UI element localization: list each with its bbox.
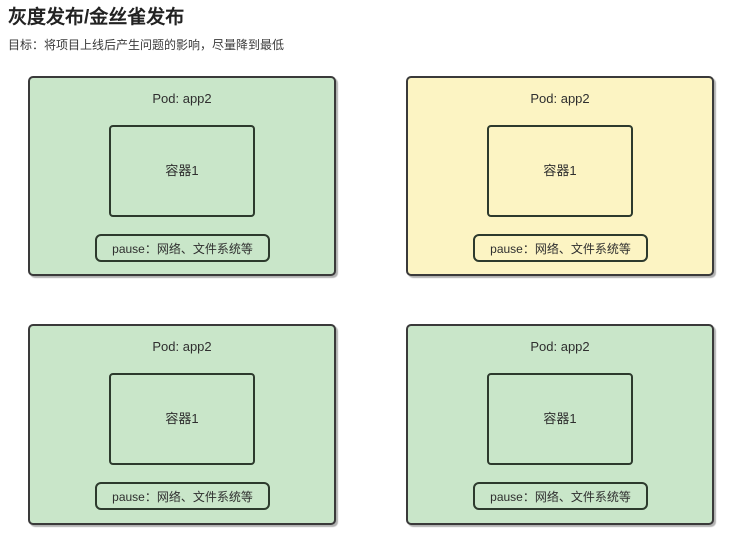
pod-card-top-left: Pod: app2 容器1 pause：网络、文件系统等 [28, 76, 336, 276]
pod-card-top-right: Pod: app2 容器1 pause：网络、文件系统等 [406, 76, 714, 276]
pod-card-bottom-left: Pod: app2 容器1 pause：网络、文件系统等 [28, 324, 336, 525]
pause-box: pause：网络、文件系统等 [473, 234, 648, 262]
page-title: 灰度发布/金丝雀发布 [8, 7, 185, 28]
container-box: 容器1 [487, 125, 633, 217]
container-label: 容器1 [543, 163, 577, 178]
pause-box: pause：网络、文件系统等 [473, 482, 648, 510]
pause-box: pause：网络、文件系统等 [95, 482, 270, 510]
container-box: 容器1 [109, 373, 255, 465]
container-label: 容器1 [543, 411, 577, 426]
pod-card-bottom-right: Pod: app2 容器1 pause：网络、文件系统等 [406, 324, 714, 525]
pause-label: pause：网络、文件系统等 [490, 489, 631, 504]
diagram-header: 灰度发布/金丝雀发布 目标：将项目上线后产生问题的影响，尽量降到最低 [8, 6, 724, 53]
container-label: 容器1 [165, 411, 199, 426]
pod-title: Pod: app2 [530, 91, 590, 106]
pod-title: Pod: app2 [152, 339, 212, 354]
container-box: 容器1 [487, 373, 633, 465]
pod-title: Pod: app2 [152, 91, 212, 106]
pause-label: pause：网络、文件系统等 [112, 489, 253, 504]
container-label: 容器1 [165, 163, 199, 178]
pause-label: pause：网络、文件系统等 [490, 241, 631, 256]
pod-title: Pod: app2 [530, 339, 590, 354]
pause-box: pause：网络、文件系统等 [95, 234, 270, 262]
container-box: 容器1 [109, 125, 255, 217]
pause-label: pause：网络、文件系统等 [112, 241, 253, 256]
page-subtitle: 目标：将项目上线后产生问题的影响，尽量降到最低 [8, 38, 285, 52]
